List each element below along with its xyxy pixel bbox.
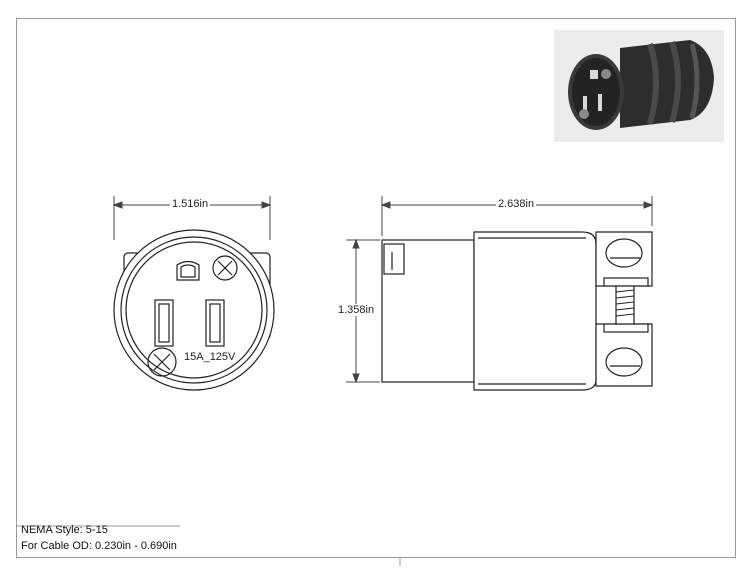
side-length-label: 2.638in xyxy=(496,198,537,210)
sheet-marks xyxy=(16,525,401,566)
nema-style-note: NEMA Style: 5-15 xyxy=(21,524,108,536)
cable-od-note: For Cable OD: 0.230in - 0.690in xyxy=(21,540,177,552)
rating-label: 15A_125V xyxy=(184,351,236,363)
connector-3d-image xyxy=(554,30,724,142)
side-view xyxy=(381,231,653,391)
screw-thread xyxy=(615,289,635,317)
front-view xyxy=(113,229,275,391)
front-width-label: 1.516in xyxy=(170,198,211,210)
drawing-border xyxy=(16,18,736,558)
height-label: 1.358in xyxy=(336,304,377,316)
